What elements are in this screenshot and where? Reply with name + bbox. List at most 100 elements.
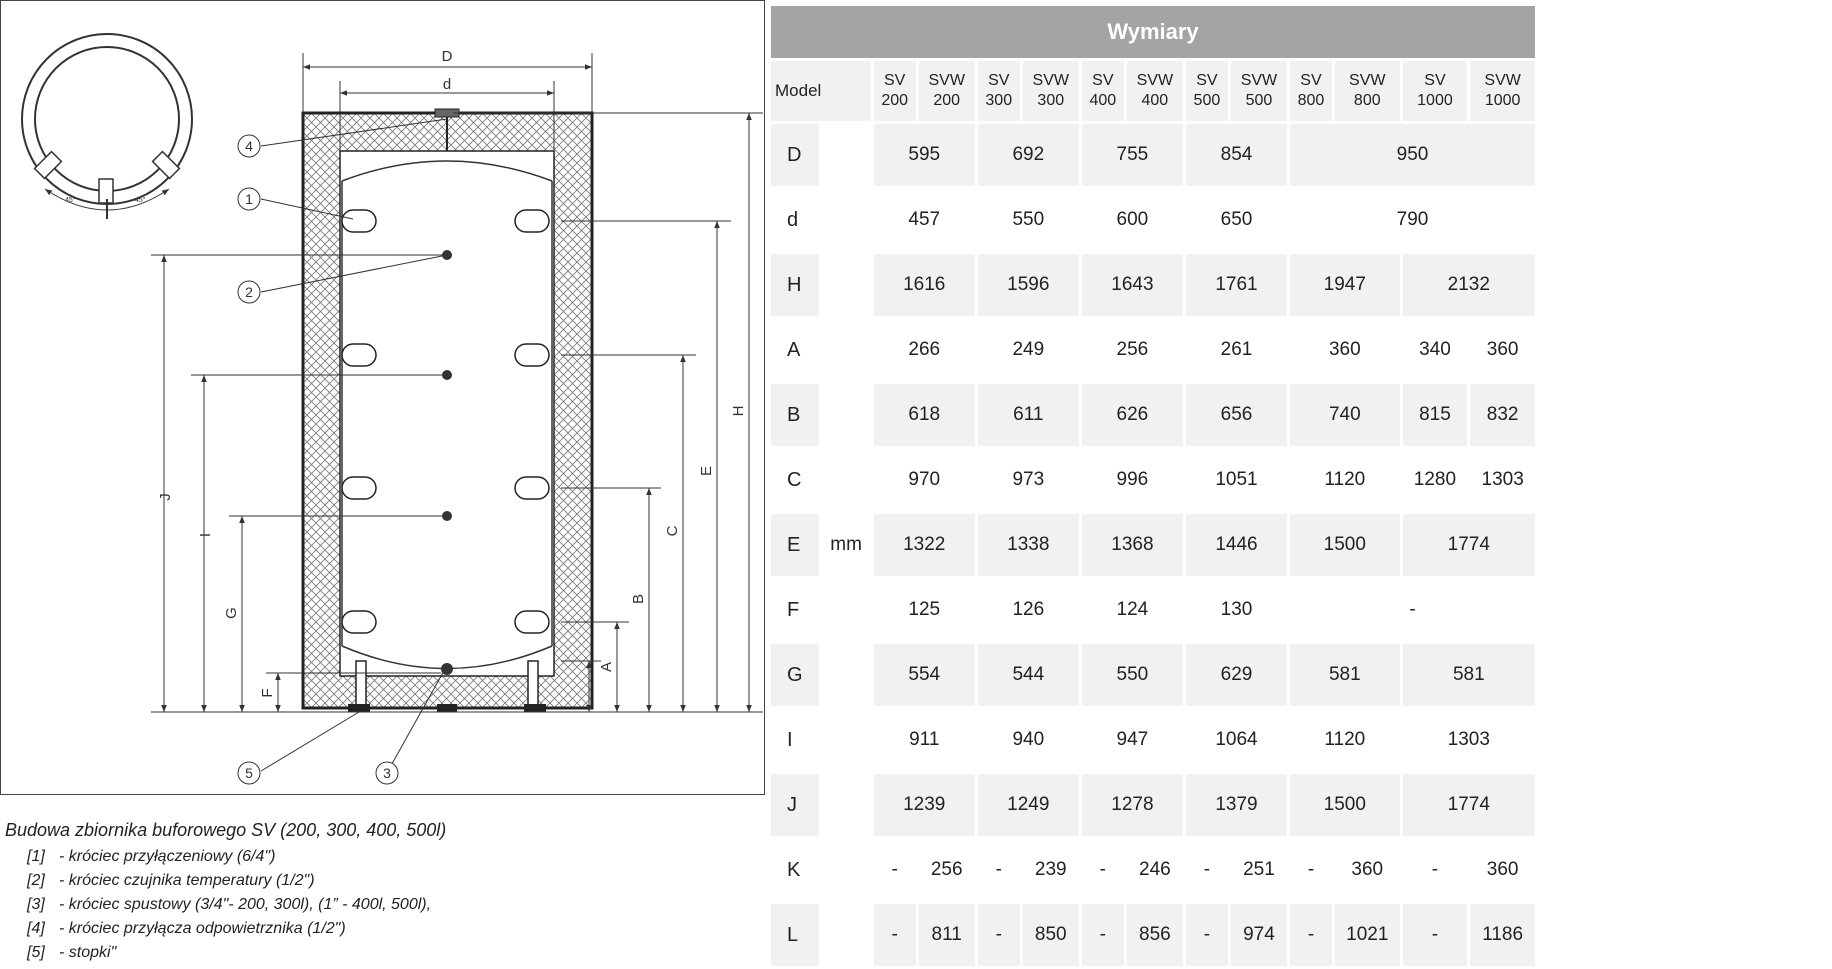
- row-label: F: [771, 579, 819, 641]
- table-cell: -: [1402, 904, 1468, 966]
- table-cell: 1368: [1081, 514, 1183, 576]
- table-cell: -: [873, 904, 916, 966]
- legend-text: - króciec przyłącza odpowietrznika (1/2"…: [59, 920, 346, 937]
- table-cell: 974: [1230, 904, 1288, 966]
- table-cell: 126: [977, 579, 1079, 641]
- table-cell: 1446: [1185, 514, 1288, 576]
- table-cell: 360: [1470, 319, 1535, 381]
- table-cell: 755: [1081, 124, 1183, 186]
- dim-label-C: C: [664, 525, 681, 536]
- model-series: SV: [1196, 72, 1218, 89]
- table-cell: 1322: [873, 514, 975, 576]
- table-cell: 544: [977, 644, 1079, 706]
- legend-text: - stopki": [59, 944, 117, 961]
- dim-label-A: A: [598, 662, 615, 672]
- table-cell: -: [1081, 904, 1124, 966]
- model-series: SVW: [1484, 72, 1521, 89]
- table-cell: 581: [1402, 644, 1535, 706]
- legend-text: - króciec przyłączeniowy (6/4"): [59, 848, 276, 865]
- row-label: d: [771, 189, 819, 251]
- model-series: SVW: [1240, 72, 1278, 89]
- model-series: SVW: [928, 72, 965, 89]
- row-label: G: [771, 644, 819, 706]
- table-cell: 130: [1185, 579, 1288, 641]
- model-capacity: 400: [1141, 92, 1169, 109]
- table-cell: 1500: [1290, 514, 1400, 576]
- table-cell: 1761: [1185, 254, 1288, 316]
- table-cell: 1338: [977, 514, 1079, 576]
- model-capacity: 200: [933, 92, 961, 109]
- model-column-header: SV 800: [1290, 61, 1332, 121]
- model-capacity: 300: [1037, 92, 1065, 109]
- dimension-lines: [151, 53, 763, 772]
- dim-label-D: D: [442, 48, 453, 65]
- row-label: K: [771, 839, 819, 901]
- callout-1: 1: [245, 191, 253, 207]
- table-cell: 1500: [1290, 774, 1400, 836]
- table-cell: 1249: [977, 774, 1079, 836]
- table-cell: 595: [873, 124, 975, 186]
- legend-num: [1]: [27, 848, 45, 865]
- legend-num: [2]: [27, 872, 45, 889]
- model-series: SVW: [1032, 72, 1069, 89]
- table-cell: 626: [1081, 384, 1183, 446]
- table-cell: 261: [1185, 319, 1288, 381]
- callouts: 4 1 2 5 3: [237, 134, 399, 785]
- model-capacity: 800: [1297, 92, 1325, 109]
- table-cell: 970: [873, 449, 975, 511]
- table-cell: -: [977, 839, 1020, 901]
- table-cell: 1379: [1185, 774, 1288, 836]
- table-cell: 1120: [1290, 449, 1400, 511]
- table-row: L-811-850-856-974-1021-1186: [771, 904, 1535, 966]
- model-series: SV: [1300, 72, 1322, 89]
- table-cell: 1303: [1402, 709, 1535, 771]
- model-column-header: SVW 500: [1230, 61, 1288, 121]
- model-column-header: SVW 200: [918, 61, 975, 121]
- table-cell: 996: [1081, 449, 1183, 511]
- table-cell: 1616: [873, 254, 975, 316]
- table-cell: -: [1081, 839, 1124, 901]
- callout-4: 4: [245, 138, 253, 154]
- table-cell: 1643: [1081, 254, 1183, 316]
- angle-label: 45°: [135, 196, 146, 204]
- table-cell: 940: [977, 709, 1079, 771]
- table-cell: 125: [873, 579, 975, 641]
- model-column-header: SVW 300: [1022, 61, 1079, 121]
- table-cell: 1303: [1470, 449, 1535, 511]
- model-series: SV: [883, 72, 906, 89]
- legend-num: [5]: [27, 944, 45, 961]
- callout-3: 3: [383, 765, 391, 781]
- model-capacity: 500: [1245, 92, 1273, 109]
- legend-item: [4]- króciec przyłącza odpowietrznika (1…: [5, 917, 760, 941]
- tank-drawing-svg: 45° 45°: [21, 33, 763, 785]
- table-cell: 266: [873, 319, 975, 381]
- table-cell: 1280: [1402, 449, 1468, 511]
- model-capacity: 1000: [1417, 92, 1453, 109]
- table-row: K-256-239-246-251-360-360: [771, 839, 1535, 901]
- table-cell: 832: [1470, 384, 1535, 446]
- dim-label-E: E: [698, 466, 715, 476]
- table-cell: -: [977, 904, 1020, 966]
- unit-cell: mm: [821, 124, 871, 966]
- table-cell: -: [873, 839, 916, 901]
- legend-item: [2] - króciec czujnika temperatury (1/2"): [5, 869, 760, 893]
- table-cell: 249: [977, 319, 1079, 381]
- legend-text: - króciec czujnika temperatury (1/2"): [59, 872, 315, 889]
- table-cell: 550: [977, 189, 1079, 251]
- table-cell: 790: [1290, 189, 1535, 251]
- table-cell: 1239: [873, 774, 975, 836]
- row-label: I: [771, 709, 819, 771]
- table-cell: 1278: [1081, 774, 1183, 836]
- row-label: E: [771, 514, 819, 576]
- table-cell: 1947: [1290, 254, 1400, 316]
